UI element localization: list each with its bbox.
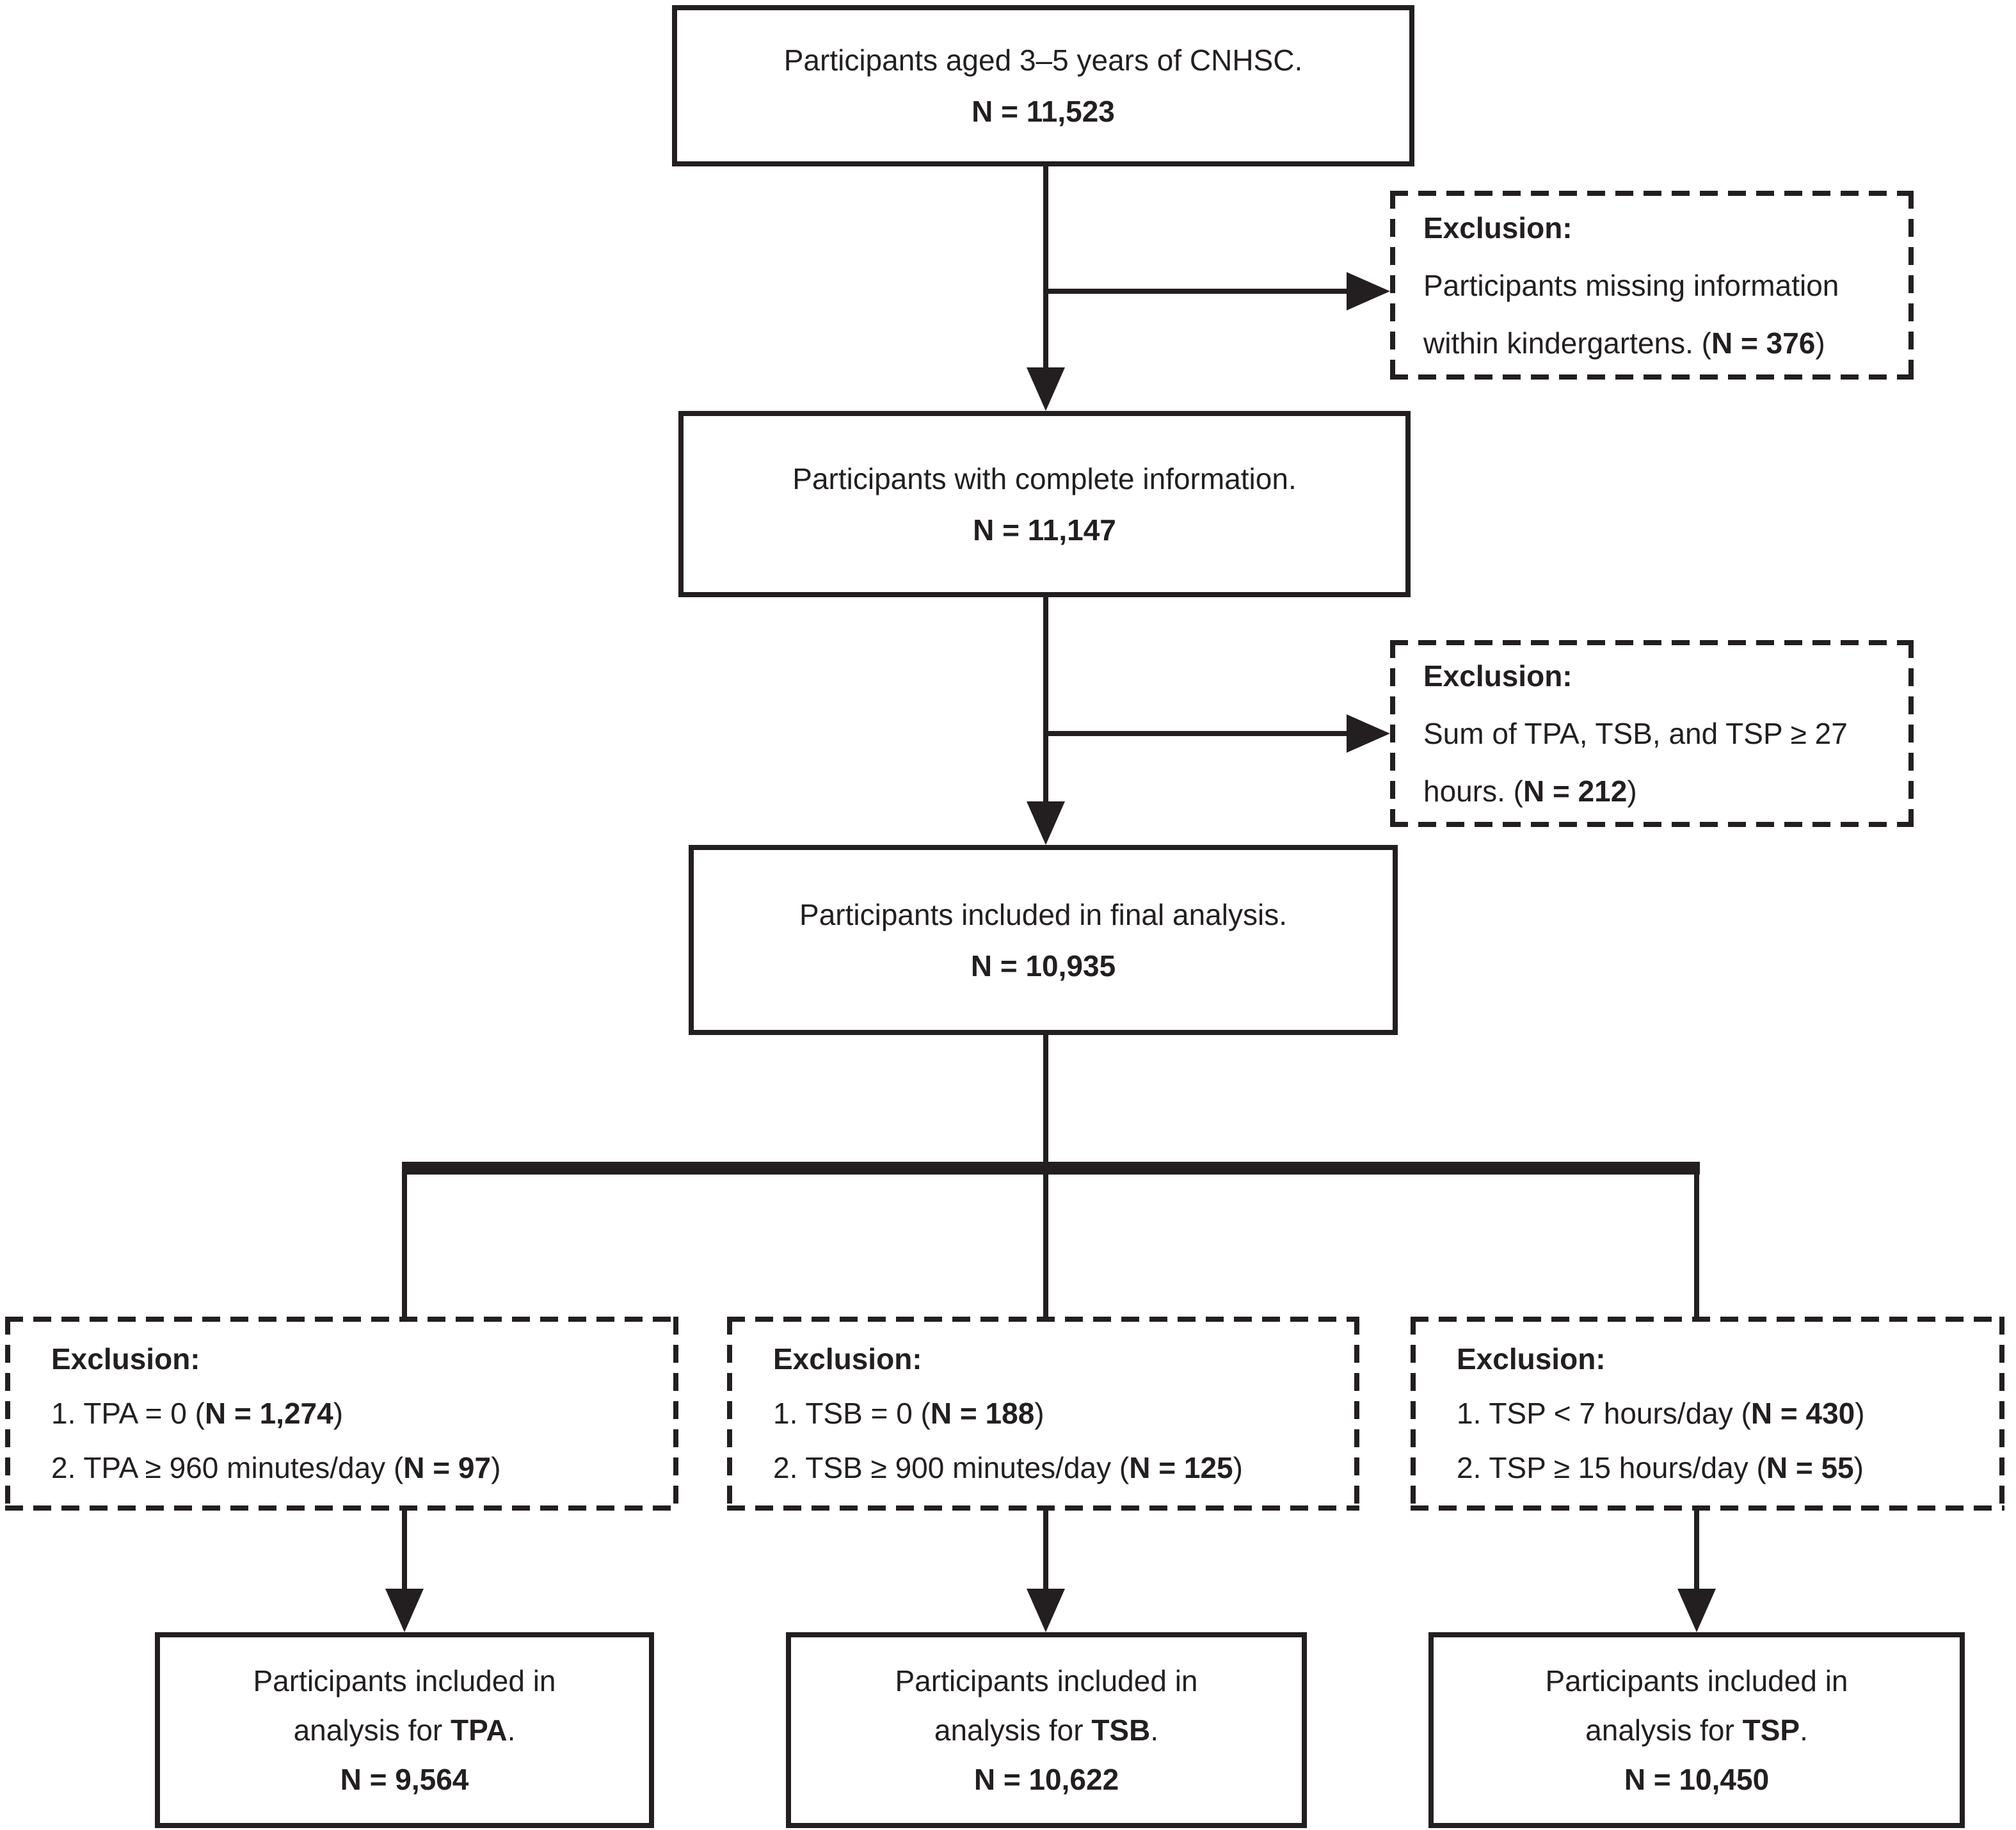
exclusion-heading: Exclusion:	[1457, 1342, 1606, 1376]
text-segment: analysis for	[1585, 1713, 1743, 1747]
exclusion-text-line1: Sum of TPA, TSB, and TSP ≥ 27	[1423, 717, 1848, 750]
exclusion-count: N = 97	[403, 1451, 492, 1484]
box-analysis-text-line1: Participants included in	[895, 1664, 1198, 1698]
exclusion-count: N = 430	[1750, 1397, 1855, 1430]
exclusion-count: N = 212	[1523, 775, 1628, 808]
exclusion-box-tpa: Exclusion: 1. TPA = 0 (N = 1,274) 2. TPA…	[5, 1317, 678, 1511]
exclusion-text-line1: Participants missing information	[1423, 268, 1839, 302]
exclusion-item-2: 2. TSP ≥ 15 hours/day (N = 55)	[1457, 1441, 1998, 1495]
exclusion-heading: Exclusion:	[1423, 659, 1572, 693]
arrowhead-into-tsb	[1027, 1589, 1065, 1632]
exclusion-box-tsb: Exclusion: 1. TSB = 0 (N = 188) 2. TSB ≥…	[727, 1317, 1359, 1511]
text-segment: 2. TPA ≥ 960 minutes/day (	[51, 1451, 404, 1484]
exclusion-item-1: 1. TSP < 7 hours/day (N = 430)	[1457, 1386, 1998, 1441]
box-analysis-tsp: Participants included in analysis for TS…	[1428, 1632, 1965, 1828]
exclusion-item-1: 1. TPA = 0 (N = 1,274)	[51, 1386, 672, 1441]
box-final-analysis: Participants included in final analysis.…	[689, 845, 1398, 1035]
text-segment: analysis for	[293, 1713, 451, 1747]
box-initial-text: Participants aged 3–5 years of CNHSC.	[783, 44, 1303, 77]
text-segment: )	[1233, 1451, 1243, 1484]
text-segment: hours. (	[1423, 775, 1523, 808]
exclusion-text-line2: within kindergartens. (N = 376)	[1423, 314, 1907, 372]
analysis-variable: TSB	[1091, 1713, 1151, 1747]
text-segment: 2. TSP ≥ 15 hours/day (	[1457, 1451, 1766, 1484]
exclusion-item-2: 2. TPA ≥ 960 minutes/day (N = 97)	[51, 1441, 672, 1495]
box-complete-count: N = 11,147	[973, 513, 1116, 547]
box-initial-count: N = 11,523	[972, 95, 1115, 128]
exclusion-count: N = 1,274	[204, 1397, 333, 1430]
text-segment: within kindergartens. (	[1423, 326, 1711, 360]
arrowhead-into-complete	[1027, 367, 1065, 411]
analysis-variable: TSP	[1742, 1713, 1800, 1747]
text-segment: )	[1034, 1397, 1044, 1430]
box-analysis-text-line2: analysis for TSP.	[1585, 1706, 1808, 1755]
analysis-variable: TPA	[451, 1713, 508, 1747]
text-segment: analysis for	[934, 1713, 1092, 1747]
arrowhead-into-tsp	[1677, 1589, 1716, 1632]
box-final-count: N = 10,935	[970, 949, 1116, 983]
exclusion-box-sum-hours: Exclusion: Sum of TPA, TSB, and TSP ≥ 27…	[1390, 640, 1914, 827]
text-segment: .	[1150, 1713, 1159, 1747]
box-analysis-count: N = 10,622	[973, 1762, 1119, 1796]
text-segment: )	[333, 1397, 344, 1430]
arrowhead-into-excl-missing	[1347, 272, 1390, 310]
exclusion-count: N = 125	[1129, 1451, 1233, 1484]
arrowhead-into-excl-sum	[1347, 714, 1390, 753]
arrowhead-into-final	[1027, 801, 1065, 845]
box-analysis-count: N = 10,450	[1624, 1762, 1770, 1796]
exclusion-heading: Exclusion:	[51, 1342, 200, 1376]
exclusion-count: N = 55	[1766, 1451, 1854, 1484]
box-complete-text: Participants with complete information.	[792, 462, 1297, 495]
box-initial-participants: Participants aged 3–5 years of CNHSC. N …	[672, 5, 1414, 166]
text-segment: 2. TSB ≥ 900 minutes/day (	[773, 1451, 1130, 1484]
exclusion-heading: Exclusion:	[773, 1342, 922, 1376]
box-complete-information: Participants with complete information. …	[678, 411, 1411, 597]
box-analysis-tpa: Participants included in analysis for TP…	[155, 1632, 654, 1828]
text-segment: .	[1800, 1713, 1808, 1747]
exclusion-heading: Exclusion:	[1423, 211, 1572, 245]
box-analysis-text-line1: Participants included in	[253, 1664, 556, 1698]
text-segment: )	[1855, 1397, 1865, 1430]
box-analysis-count: N = 9,564	[340, 1762, 469, 1796]
box-analysis-tsb: Participants included in analysis for TS…	[786, 1632, 1307, 1828]
box-analysis-text-line1: Participants included in	[1545, 1664, 1848, 1698]
exclusion-count: N = 188	[930, 1397, 1035, 1430]
exclusion-text-line2: hours. (N = 212)	[1423, 762, 1907, 820]
arrowhead-into-tpa	[385, 1589, 424, 1632]
text-segment: )	[1853, 1451, 1864, 1484]
exclusion-box-tsp: Exclusion: 1. TSP < 7 hours/day (N = 430…	[1411, 1317, 2004, 1511]
exclusion-box-missing-info: Exclusion: Participants missing informat…	[1390, 191, 1914, 380]
exclusion-item-1: 1. TSB = 0 (N = 188)	[773, 1386, 1353, 1441]
exclusion-item-2: 2. TSB ≥ 900 minutes/day (N = 125)	[773, 1441, 1353, 1495]
text-segment: 1. TSP < 7 hours/day (	[1457, 1397, 1751, 1430]
box-analysis-text-line2: analysis for TPA.	[294, 1706, 516, 1755]
text-segment: 1. TPA = 0 (	[51, 1397, 205, 1430]
text-segment: )	[1815, 326, 1825, 360]
box-analysis-text-line2: analysis for TSB.	[934, 1706, 1158, 1755]
text-segment: )	[491, 1451, 501, 1484]
text-segment: .	[507, 1713, 516, 1747]
text-segment: )	[1627, 775, 1637, 808]
exclusion-count: N = 376	[1711, 326, 1816, 360]
text-segment: 1. TSB = 0 (	[773, 1397, 931, 1430]
box-final-text: Participants included in final analysis.	[799, 897, 1287, 931]
